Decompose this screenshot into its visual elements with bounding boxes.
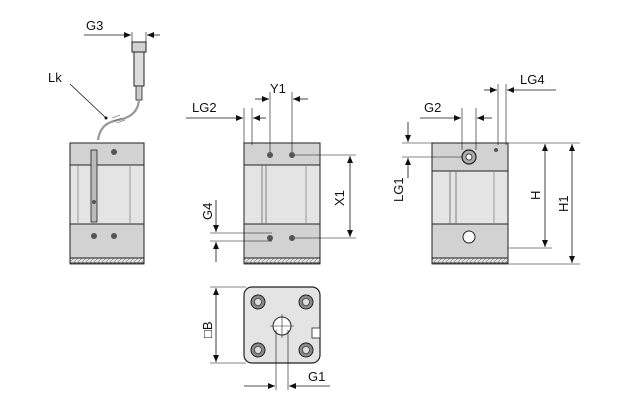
lk-leader	[69, 83, 107, 119]
g1-label: G1	[308, 369, 325, 384]
sensor-cable	[96, 99, 141, 141]
y1-label: Y1	[270, 81, 286, 96]
lk-label: Lk	[48, 70, 62, 85]
view-right: G2 LG4 LG1 H H1	[391, 72, 580, 265]
lg4-label: LG4	[520, 72, 545, 87]
x1-label: X1	[332, 190, 347, 206]
g3-label: G3	[86, 18, 103, 33]
sensor-connector	[131, 41, 147, 53]
sensor-slot	[90, 149, 98, 223]
lg2-label: LG2	[192, 100, 217, 115]
h-label: H	[528, 191, 543, 200]
port-hole-bottom	[462, 230, 476, 244]
view-middle: LG2 Y1 X1 G4	[186, 81, 356, 265]
view-left-sensor: Lk G3	[48, 18, 160, 265]
view-bottom: □B G1	[200, 286, 330, 390]
h1-label: H1	[556, 195, 571, 212]
g4-label: G4	[200, 203, 215, 220]
g2-label: G2	[424, 100, 441, 115]
mounting-holes	[250, 294, 314, 358]
square-b-label: □B	[200, 321, 215, 338]
lg1-label: LG1	[391, 177, 406, 202]
